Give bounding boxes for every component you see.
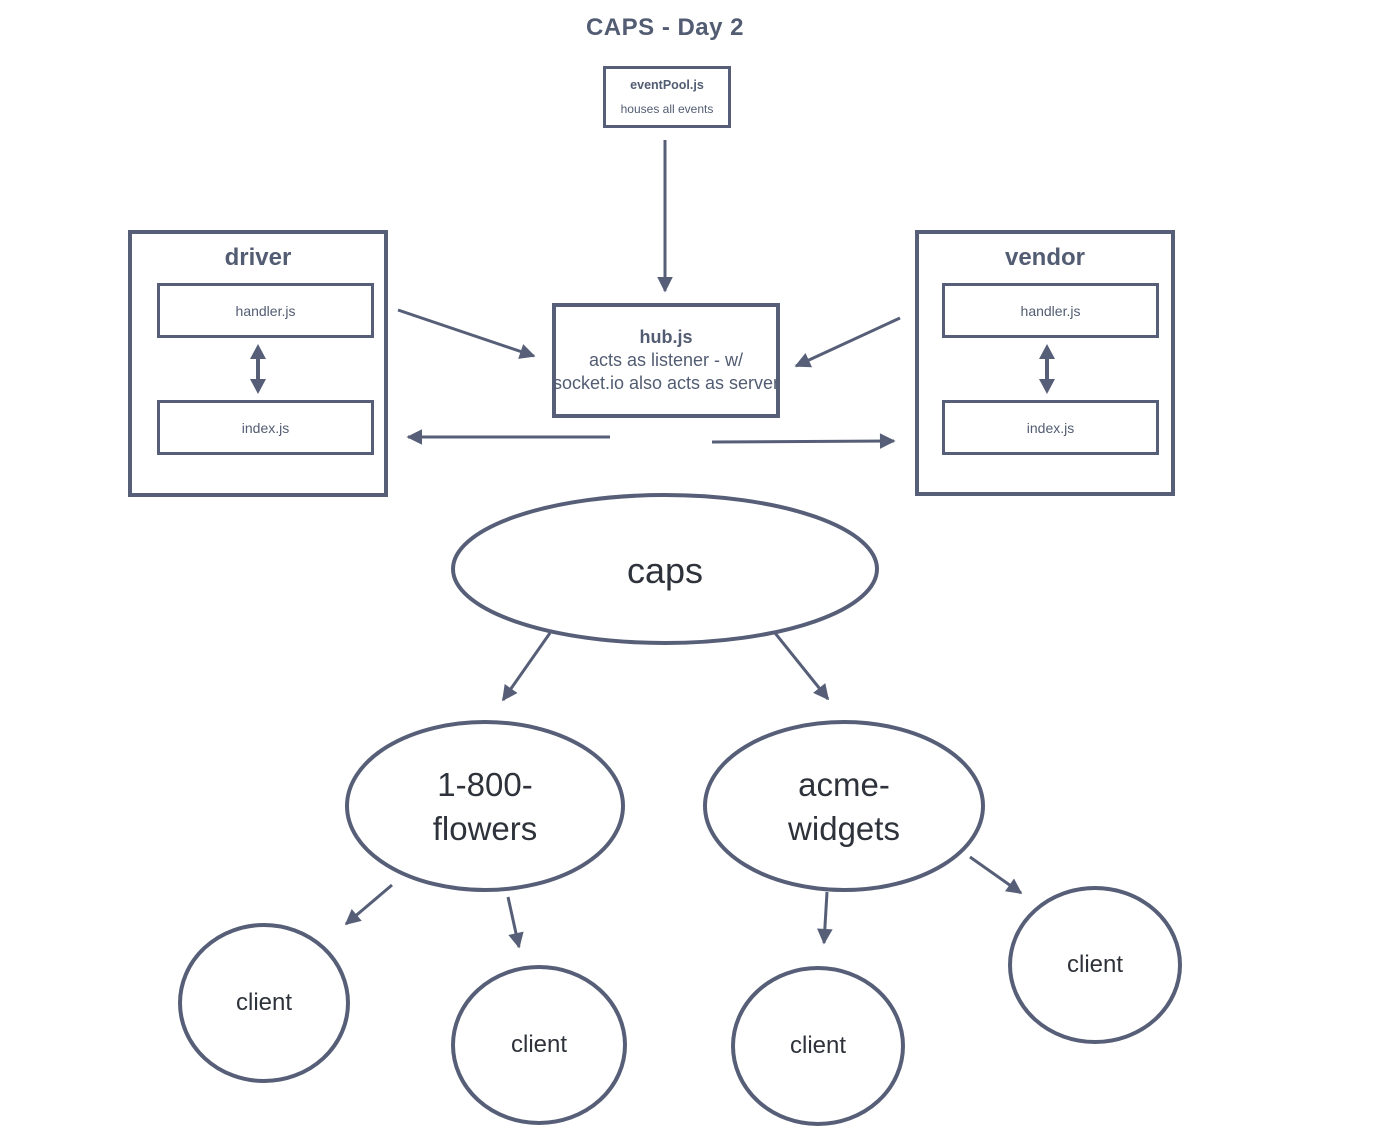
vendor-handler-label: handler.js [1020, 302, 1081, 319]
acme-label: acme- widgets [788, 763, 900, 851]
vendor-index-label: index.js [1026, 419, 1075, 436]
flowers-label-line-1: 1-800- [437, 766, 533, 803]
hub-description-line-2: socket.io also acts as server [552, 373, 780, 393]
acme-label-line-2: widgets [788, 810, 900, 847]
driver-index-box: index.js [157, 400, 374, 455]
arrow-driver-to-hub [397, 308, 536, 359]
arrow-flowers-to-client-1 [344, 883, 393, 926]
driver-handler-label: handler.js [235, 302, 296, 319]
eventpool-box: eventPool.js houses all events [603, 66, 731, 128]
client-circle-2 [451, 965, 627, 1125]
driver-handler-index-sync-arrow [250, 344, 266, 394]
eventpool-name: eventPool.js [630, 78, 704, 93]
arrow-caps-to-flowers [501, 632, 552, 702]
driver-group-title: driver [224, 244, 292, 271]
arrow-vendor-to-hub [794, 316, 901, 368]
vendor-group-title: vendor [1004, 244, 1085, 271]
hub-description-line-1: acts as listener - w/ [588, 350, 744, 370]
arrow-acme-to-client-3 [817, 891, 833, 945]
vendor-index-box: index.js [942, 400, 1159, 455]
client-circle-4 [1008, 886, 1182, 1044]
client-circle-1 [178, 923, 350, 1083]
arrow-flowers-to-client-2 [506, 896, 524, 949]
driver-group-box: driver handler.js index.js [128, 230, 388, 497]
vendor-group-box: vendor handler.js index.js [915, 230, 1175, 496]
client-label-4: client [1066, 951, 1124, 978]
client-label-2: client [510, 1031, 568, 1058]
flowers-label: 1-800- flowers [433, 763, 538, 851]
hub-name: hub.js [639, 327, 693, 347]
driver-handler-box: handler.js [157, 283, 374, 338]
client-label-3: client [789, 1032, 847, 1059]
arrow-hub-to-vendor [711, 433, 896, 449]
client-label-1: client [235, 989, 293, 1016]
flowers-label-line-2: flowers [432, 810, 538, 847]
vendor-handler-box: handler.js [942, 283, 1159, 338]
vendor-handler-index-sync-arrow [1039, 344, 1055, 394]
caps-ellipse [451, 493, 879, 645]
flowers-ellipse [345, 720, 625, 892]
arrow-acme-to-client-4 [969, 855, 1023, 895]
acme-label-line-1: acme- [798, 766, 890, 803]
driver-index-label: index.js [241, 419, 290, 436]
caps-label: caps [626, 550, 704, 591]
hub-box: hub.js acts as listener - w/ socket.io a… [552, 303, 780, 418]
page-title: CAPS - Day 2 [585, 14, 745, 41]
client-circle-3 [731, 966, 905, 1126]
arrow-caps-to-acme [773, 632, 830, 701]
acme-ellipse [703, 720, 985, 892]
eventpool-description: houses all events [620, 101, 714, 116]
